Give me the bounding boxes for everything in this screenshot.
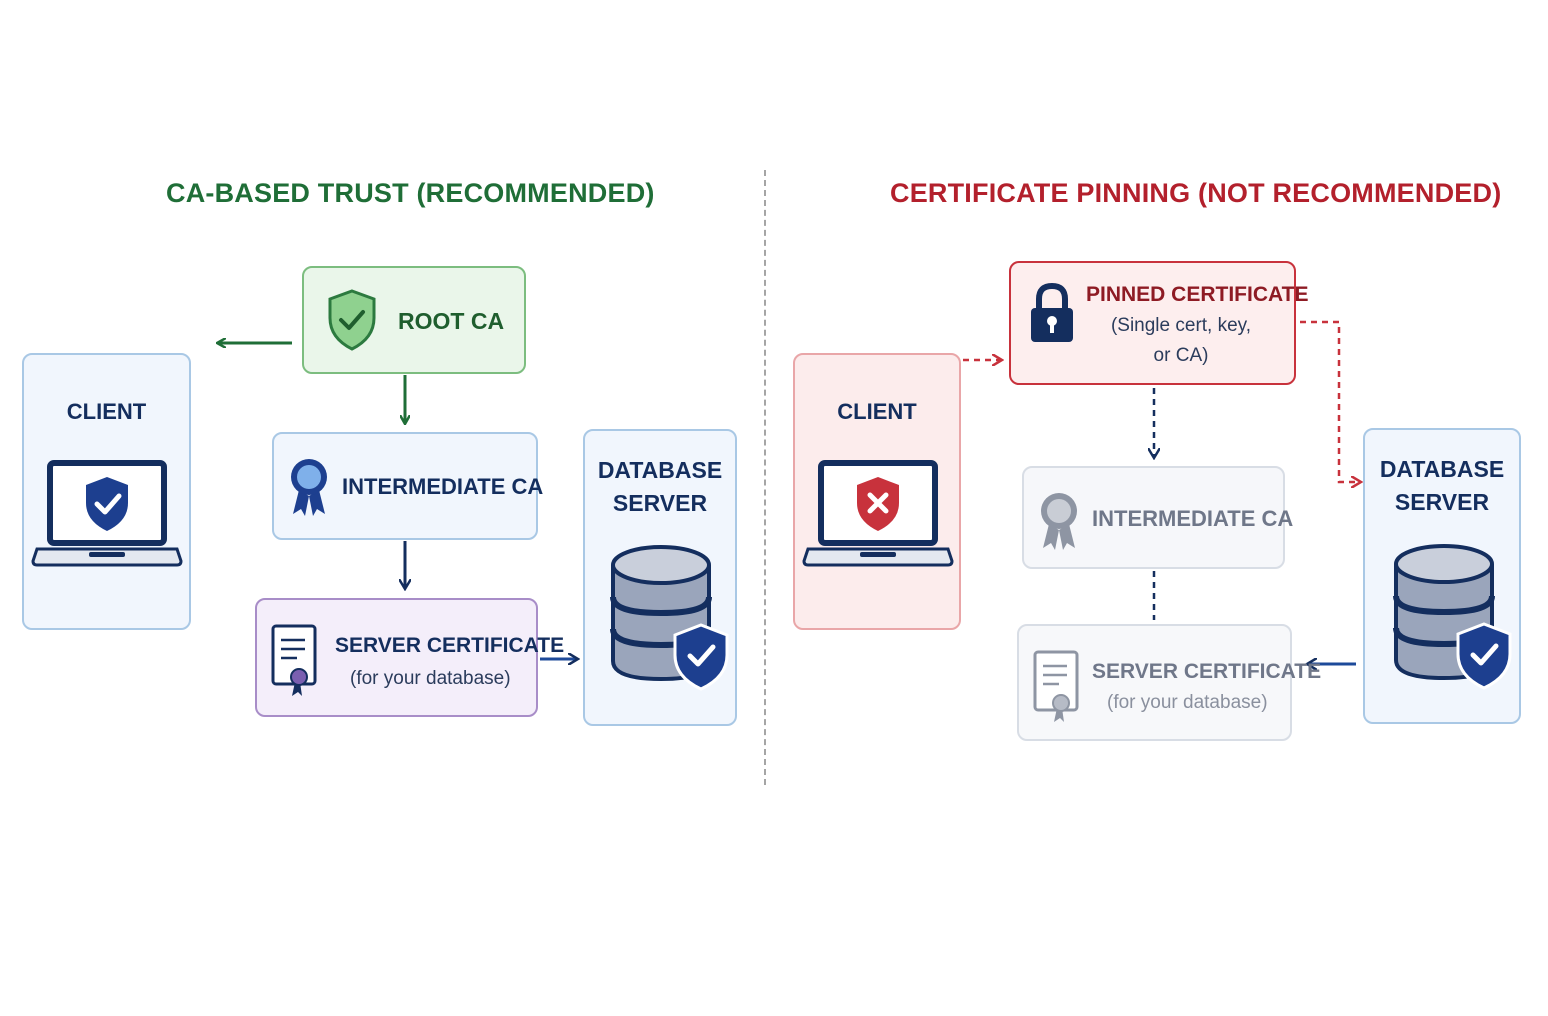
root-ca-label: ROOT CA [398, 308, 505, 334]
right-intermediate-ca-label: INTERMEDIATE CA [1092, 506, 1294, 531]
right-server-certificate-sub: (for your database) [1107, 692, 1268, 713]
root-ca-box: ROOT CA [302, 266, 526, 374]
left-database-label-line2: SERVER [612, 490, 708, 516]
right-database-server-box: DATABASE SERVER [1363, 428, 1521, 724]
arrow-pinned-to-database [1300, 320, 1360, 482]
pinned-certificate-label: PINNED CERTIFICATE [1086, 283, 1309, 306]
certificate-document-icon [271, 624, 317, 696]
left-server-certificate-sub: (for your database) [350, 668, 511, 689]
database-shield-icon [610, 545, 729, 691]
certificate-document-icon [1033, 650, 1079, 722]
database-shield-icon [1393, 544, 1512, 690]
left-client-box: CLIENT [22, 353, 191, 630]
left-intermediate-ca-box: INTERMEDIATE CA [272, 432, 543, 540]
left-intermediate-ca-label: INTERMEDIATE CA [342, 474, 544, 499]
right-server-certificate-box: SERVER CERTIFICATE (for your database) [1017, 624, 1321, 741]
right-server-certificate-label: SERVER CERTIFICATE [1092, 660, 1322, 683]
ribbon-badge-icon [1041, 493, 1077, 550]
padlock-icon [1031, 282, 1073, 342]
laptop-shield-x-icon [802, 460, 954, 567]
left-panel-title: CA-BASED TRUST (RECOMMENDED) [166, 178, 655, 208]
right-database-label-line1: DATABASE [1379, 456, 1505, 482]
shield-check-icon [328, 289, 376, 351]
right-database-label-line2: SERVER [1394, 489, 1490, 515]
left-server-certificate-box: SERVER CERTIFICATE (for your database) [255, 598, 564, 717]
pinned-certificate-sub-line2: or CA) [1153, 345, 1209, 366]
laptop-shield-check-icon [31, 460, 183, 567]
pinned-certificate-sub-line1: (Single cert, key, [1110, 315, 1252, 336]
left-database-label-line1: DATABASE [597, 457, 723, 483]
right-client-label: CLIENT [837, 399, 917, 424]
right-panel-title: CERTIFICATE PINNING (NOT RECOMMENDED) [890, 178, 1502, 208]
left-database-server-box: DATABASE SERVER [583, 429, 737, 726]
right-client-box: CLIENT [793, 353, 961, 630]
panel-divider [764, 170, 766, 785]
left-server-certificate-label: SERVER CERTIFICATE [335, 634, 565, 657]
left-client-label: CLIENT [66, 399, 147, 424]
ribbon-badge-icon [291, 459, 327, 516]
pinned-certificate-box: PINNED CERTIFICATE (Single cert, key, or… [1009, 261, 1308, 385]
right-intermediate-ca-box: INTERMEDIATE CA [1022, 466, 1293, 569]
